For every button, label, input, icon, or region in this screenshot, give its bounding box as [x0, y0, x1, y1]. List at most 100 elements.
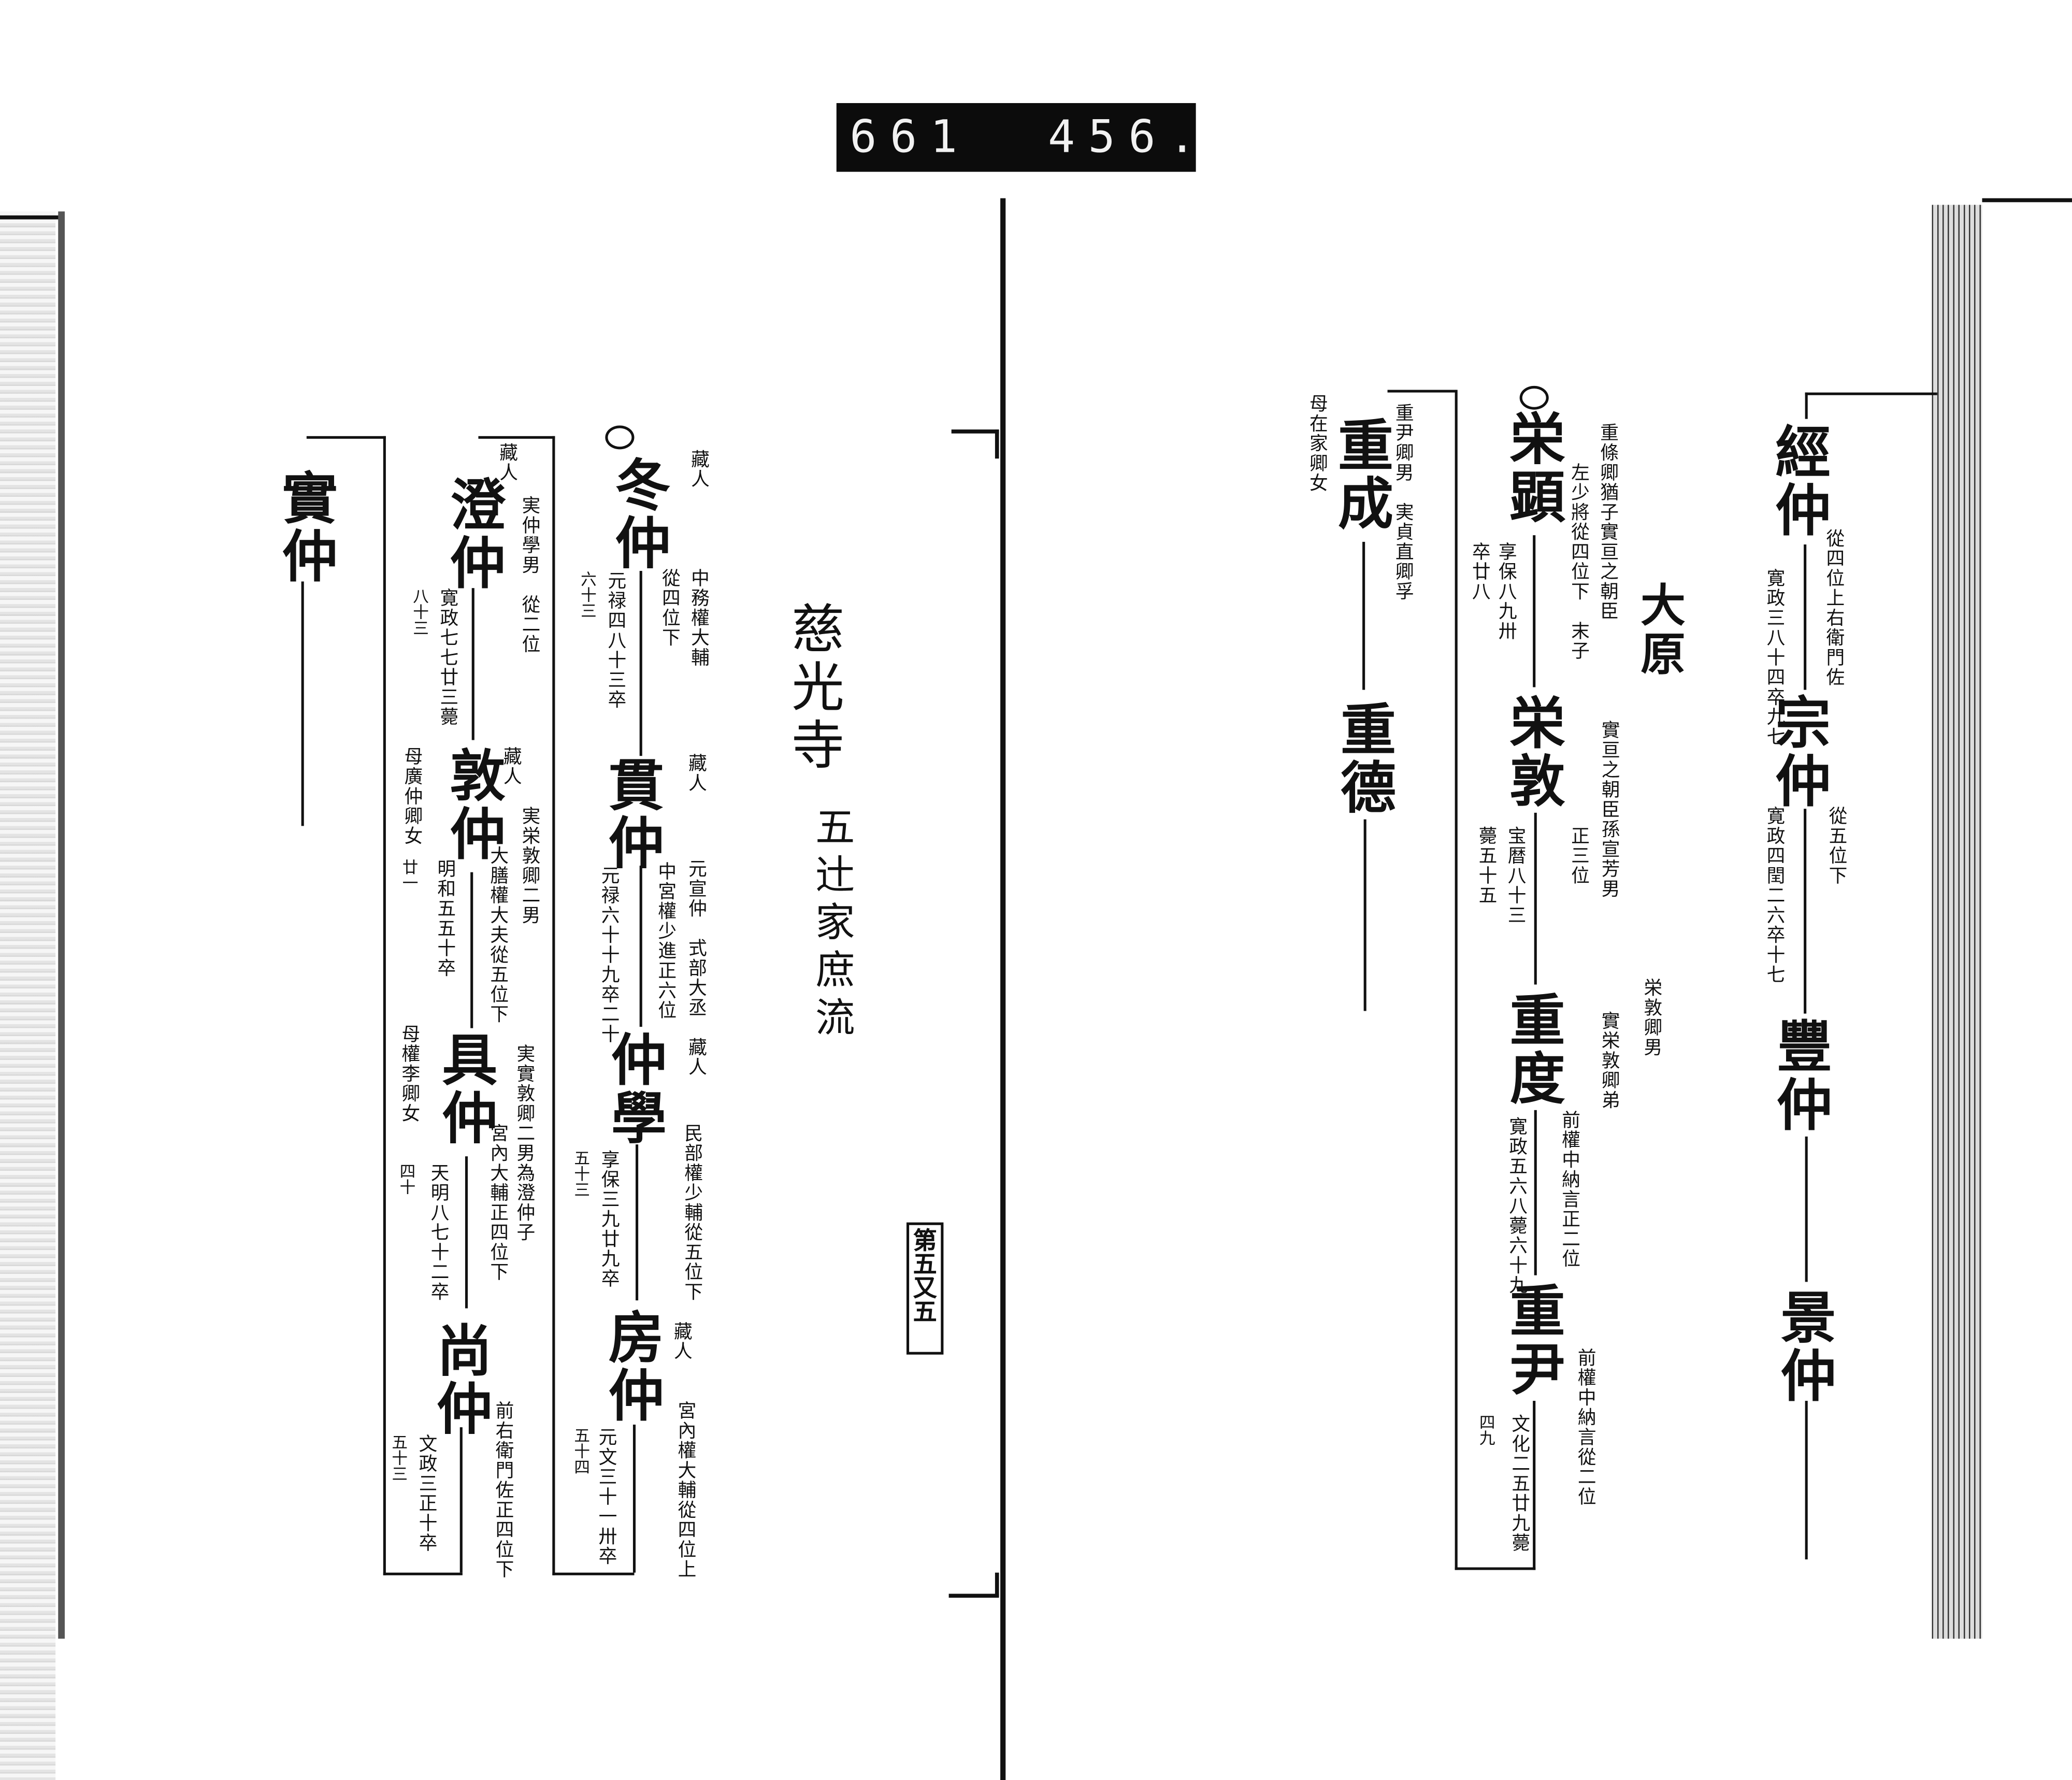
shigenori-death: 寛政五六八薨六十九	[1506, 1116, 1528, 1295]
nakanori-rank0: 藏人	[685, 1037, 707, 1078]
left-page-edge	[58, 211, 65, 1639]
heir-circle-mark	[1519, 385, 1549, 410]
bracket-line	[478, 436, 555, 439]
lineage-line	[1363, 819, 1366, 1011]
eiken-name: 栄顕	[1501, 409, 1566, 526]
shigetoku-name: 重德	[1332, 700, 1397, 817]
atsunaka-name: 敦仲	[441, 747, 507, 863]
lineage-line	[1804, 544, 1807, 690]
shigenari-note: 重尹卿男 実貞直卿孚	[1392, 403, 1414, 601]
fusanaka-age: 五十四	[572, 1427, 591, 1475]
suminaka-note: 実仲學男 從二位	[519, 495, 541, 654]
lineage-line	[470, 872, 473, 1028]
tsunenaka-rank: 從四位上右衛門佐	[1823, 528, 1845, 687]
eiton-death: 宝暦八十三	[1505, 826, 1527, 925]
shigenori-name: 重度	[1501, 991, 1566, 1108]
shigenori-office: 前權中納言正二位	[1559, 1110, 1580, 1269]
lineage-line	[1362, 541, 1365, 690]
tsuranaka-name: 貫仲	[600, 756, 665, 872]
fusanaka-rank0: 藏人	[671, 1322, 693, 1361]
bracket-bottom	[948, 1594, 999, 1598]
bracket-line	[383, 1572, 463, 1575]
lineage-line	[632, 1424, 636, 1573]
lineage-line	[1805, 1136, 1808, 1282]
shigetada-age: 四九	[1477, 1414, 1496, 1446]
toyonaka-name: 豐仲	[1768, 1017, 1833, 1134]
tomonaka-mother: 母權李卿女	[399, 1024, 421, 1124]
bracket-top	[995, 429, 999, 459]
left-top-edge	[0, 215, 60, 220]
fuyunaka-name: 冬仲	[606, 456, 671, 572]
fuyunaka-office: 中務權大輔	[688, 568, 710, 668]
bracket-line	[1455, 1567, 1536, 1570]
suminaka-death: 寛政七七廿三薨	[437, 588, 459, 727]
shigenari-mother: 母在家卿女	[1306, 394, 1328, 493]
bracket-line	[1455, 390, 1458, 1570]
plate-right-number: 456.	[1047, 111, 1209, 164]
atsunaka-age: 廿一	[400, 859, 419, 891]
shigenori-note0: 栄敦卿男	[1641, 978, 1663, 1057]
eiton-age: 薨五十五	[1476, 826, 1498, 906]
lineage-line	[1804, 809, 1807, 1014]
plate-left-number: 661	[850, 111, 971, 164]
tsuranaka-office: 中宮權少進正六位	[655, 862, 677, 1021]
eiken-death: 享保八九卅	[1495, 541, 1517, 641]
tsunenaka-death: 寛政三八十四卒九七	[1764, 568, 1786, 747]
eiken-age: 卒廿八	[1469, 541, 1491, 601]
nakanori-age: 五十三	[572, 1150, 591, 1198]
fuyunaka-death: 元禄四八十三卒	[605, 571, 627, 710]
suminaka-name: 澄仲	[441, 476, 507, 592]
bracket-bottom	[995, 1572, 999, 1597]
nakanori-death: 享保三九廿九卒	[598, 1150, 620, 1289]
lineage-line	[1533, 535, 1536, 687]
tomonaka-name: 具仲	[433, 1030, 498, 1147]
lineage-line	[1805, 1401, 1808, 1560]
atsunaka-mother: 母廣仲卿女	[401, 747, 423, 846]
lineage-line	[459, 1427, 463, 1573]
page-title: 慈光寺	[782, 601, 843, 776]
munenaka-rank: 從五位下	[1826, 806, 1848, 886]
tomonaka-note: 実實敦卿二男為澄仲子	[514, 1044, 536, 1242]
lineage-line	[465, 1156, 468, 1309]
page-subtitle: 五辻家庶流	[807, 806, 854, 1044]
atsunaka-rank0: 藏人	[500, 747, 522, 786]
heir-circle-mark	[605, 425, 635, 450]
eiton-rank: 正三位	[1569, 826, 1590, 886]
bracket-line	[306, 436, 386, 439]
naonaka-name: 尚仲	[428, 1322, 493, 1438]
naonaka-death: 文政三正十卒	[416, 1433, 438, 1553]
lineage-line	[1533, 1401, 1536, 1570]
tsuranaka-note: 元宣仲 式部大丞	[685, 859, 707, 1018]
lineage-line	[301, 581, 304, 826]
catalog-number-plate: 661 456.	[836, 103, 1196, 172]
lineage-line	[471, 588, 474, 740]
eiton-note1: 實亘之朝臣孫宣芳男	[1599, 720, 1620, 899]
page-mark-box: 第五又五	[906, 1222, 944, 1355]
munenaka-death: 寛政四閏二六卒十七	[1764, 806, 1786, 985]
fuyunaka-rank: 從四位下	[659, 568, 681, 648]
atsunaka-office: 大膳權大夫從五位下	[487, 845, 509, 1025]
lineage-line	[636, 1144, 639, 1301]
munenaka-name: 宗仲	[1766, 694, 1832, 810]
bracket-line	[1387, 390, 1457, 393]
shigetada-death: 文化二五廿九薨	[1509, 1414, 1531, 1553]
suminaka-age: 八十三	[411, 588, 430, 636]
scan-edge-noise	[0, 211, 56, 1780]
sanenaka-name: 實仲	[274, 469, 339, 586]
bracket-top	[951, 429, 999, 434]
tsunenaka-name: 經仲	[1766, 423, 1832, 539]
bracket-line	[383, 436, 386, 1575]
right-top-edge	[1982, 198, 2072, 203]
fuyunaka-rank0: 藏人	[688, 449, 710, 489]
naonaka-age: 五十三	[390, 1433, 409, 1482]
eiken-note1: 重條卿猶子實亘之朝臣	[1598, 423, 1619, 621]
lineage-line	[639, 865, 642, 1027]
shigetada-office: 前權中納言從二位	[1575, 1348, 1596, 1507]
bracket-line	[552, 1572, 635, 1575]
tsuranaka-rank0: 藏人	[685, 753, 707, 793]
fusanaka-death: 元文三十一卅卒	[596, 1427, 617, 1566]
lineage-line	[1534, 1110, 1537, 1275]
atsunaka-note: 実栄敦卿二男	[519, 806, 541, 925]
fuyunaka-age: 六十三	[579, 571, 598, 619]
